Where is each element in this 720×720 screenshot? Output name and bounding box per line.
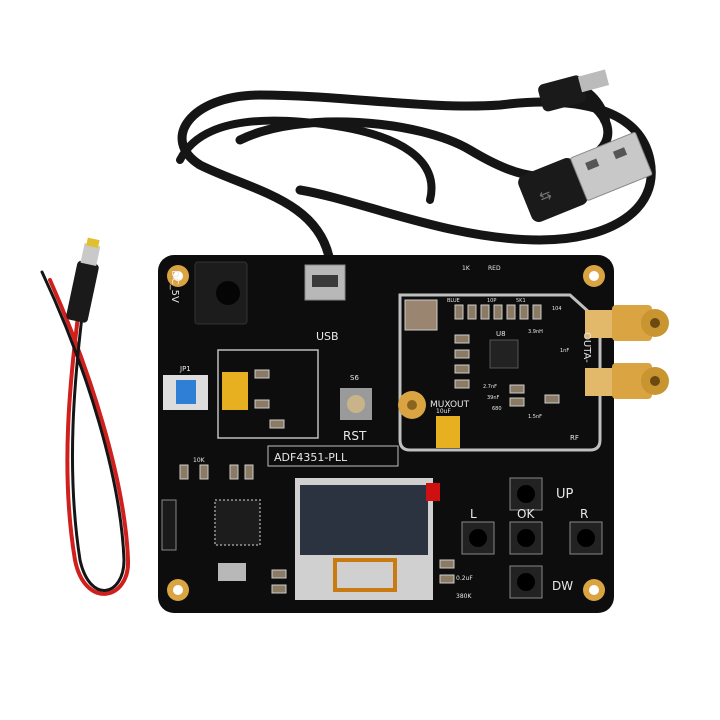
- mark-2-7nf: 2.7nF: [483, 384, 497, 390]
- dc-barrel-plug: [66, 237, 101, 323]
- mcu-chip: [214, 499, 261, 546]
- usb-a-plug: ⇆: [518, 132, 653, 222]
- button-r-label: R: [580, 507, 588, 521]
- model-label: ADF4351-PLL: [274, 451, 348, 464]
- reset-label: RST: [343, 429, 367, 443]
- button-dw-label: DW: [552, 579, 573, 593]
- usb-label: USB: [316, 330, 339, 343]
- mark-10uf: 10uF: [436, 408, 451, 415]
- mark-680: 680: [492, 406, 502, 412]
- button-up[interactable]: [509, 477, 543, 511]
- mark-10k: 10K: [193, 457, 206, 464]
- button-ok[interactable]: [509, 521, 543, 555]
- chip-label: U8: [496, 330, 506, 338]
- mark-1-5nf: 1.5nF: [528, 414, 542, 420]
- pll-chip: [489, 339, 519, 369]
- mark-5k1: 5K1: [516, 298, 526, 304]
- button-r[interactable]: [569, 521, 603, 555]
- button-dw[interactable]: [509, 565, 543, 599]
- oled-display: [295, 478, 440, 600]
- sma-out-a-minus: [585, 305, 669, 341]
- mark-red: RED: [488, 265, 501, 272]
- rf-label: RF: [570, 434, 579, 442]
- mark-blue: BLUE: [447, 298, 460, 304]
- mark-10p: 10P: [487, 298, 496, 304]
- mark-1nf: 1nF: [560, 348, 569, 354]
- pcb-board: DC_5V USB RST S6 ADF4351-PLL MUXOUT OUTA…: [158, 255, 669, 613]
- jumper-label: JP1: [179, 365, 191, 373]
- mark-3-9nh: 3.9nH: [528, 329, 543, 335]
- muxout-label: MUXOUT: [430, 400, 470, 410]
- mark-104: 104: [552, 306, 562, 312]
- power-label: DC_5V: [169, 270, 180, 303]
- button-l-label: L: [470, 507, 477, 521]
- sma-out-a-plus: [585, 363, 669, 399]
- mark-1k: 1K: [462, 265, 471, 272]
- mark-39nf: 39nF: [487, 395, 500, 401]
- button-up-label: UP: [556, 487, 574, 502]
- mark-380k: 380K: [456, 593, 472, 600]
- out-a-minus-label: OUTA-: [581, 332, 592, 363]
- mark-0-2uf: 0.2uF: [456, 575, 473, 582]
- reset-switch-label: S6: [350, 374, 359, 382]
- mini-usb-plug: [538, 69, 610, 112]
- button-l[interactable]: [461, 521, 495, 555]
- dc-power-cable: [40, 270, 131, 596]
- button-ok-label: OK: [517, 507, 535, 521]
